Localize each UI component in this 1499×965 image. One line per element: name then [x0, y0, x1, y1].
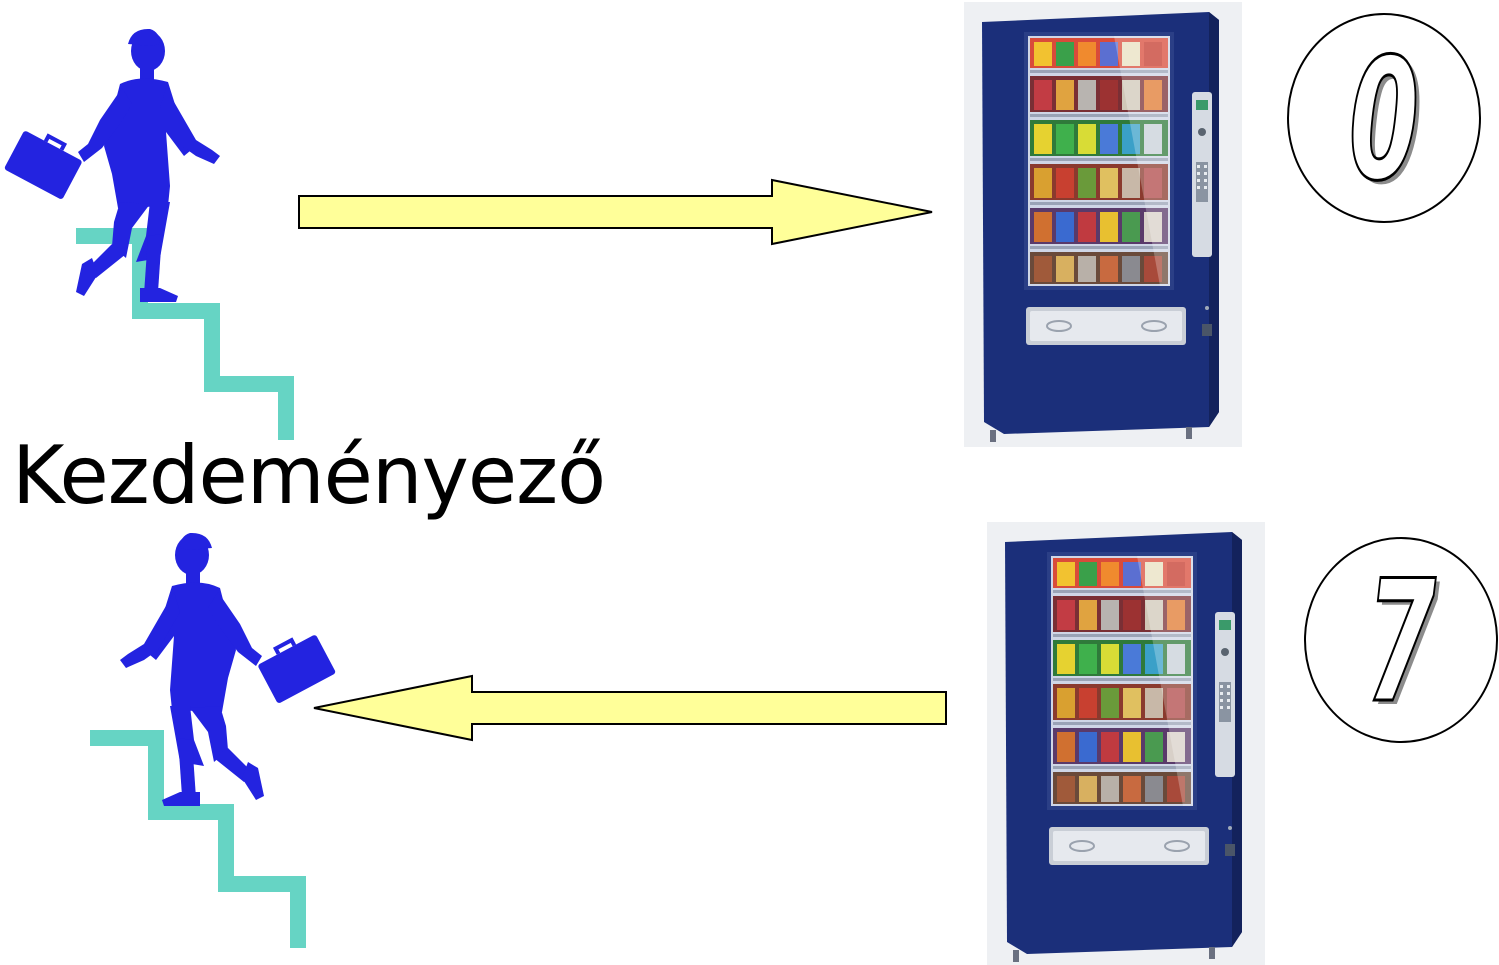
bottom-counter-value: 7	[1366, 544, 1437, 740]
bottom-arrow-left	[314, 676, 946, 740]
top-arrow-right	[299, 180, 932, 244]
top-counter: 0 0	[1288, 14, 1480, 222]
top-counter-value: 0	[1349, 22, 1419, 218]
bottom-counter: 7 7	[1305, 538, 1497, 744]
bottom-vending-machine-icon	[987, 522, 1265, 965]
top-businessman-icon	[4, 29, 220, 302]
top-vending-machine-icon	[964, 2, 1242, 447]
initiator-caption: Kezdeményező	[12, 428, 605, 524]
